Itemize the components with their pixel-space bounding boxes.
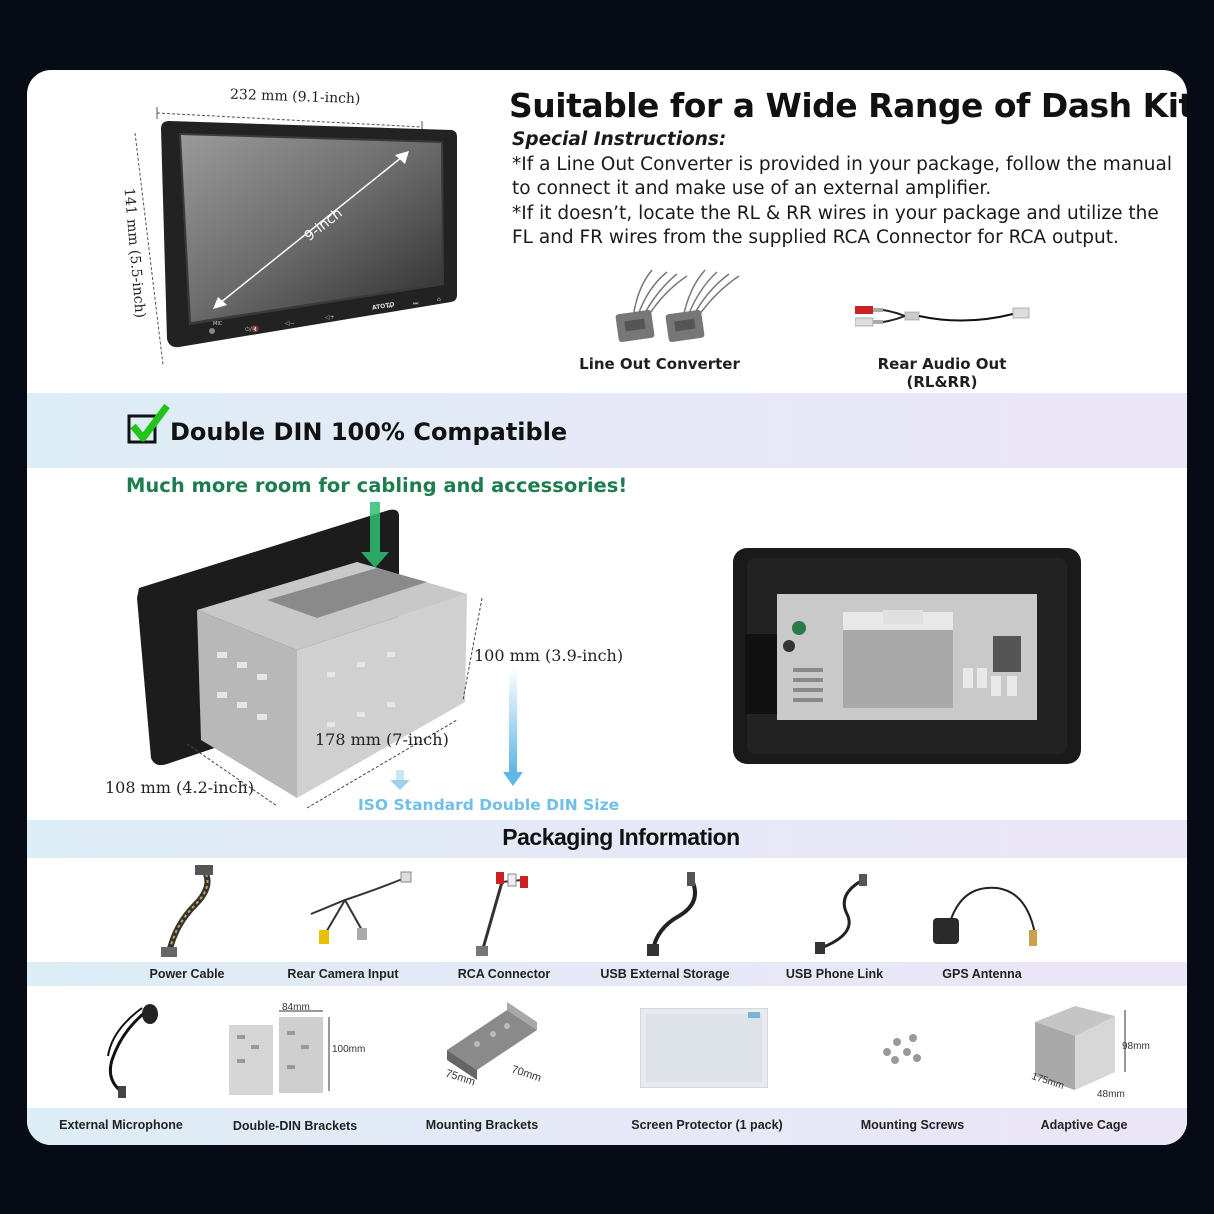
rca-connector-image [462,872,542,958]
down-arrow-icon [503,668,523,788]
brackets-width-dim: 84mm [282,1002,310,1013]
din-height-label: 100 mm (3.9-inch) [474,646,624,665]
din-width-label: 178 mm (7-inch) [315,730,449,749]
svg-text:⏻/🔇: ⏻/🔇 [245,325,260,333]
usb-phone-link-label: USB Phone Link [785,967,884,981]
mounting-screws-image [877,1022,927,1072]
cage-depth-dim: 48mm [1097,1089,1125,1100]
gps-antenna-label: GPS Antenna [942,967,1022,981]
checkbox-check-icon [127,403,171,448]
small-down-arrow-icon [390,770,410,792]
double-din-brackets-image [227,1005,367,1097]
rear-audio-out-label: Rear Audio Out (RL&RR) [852,355,1032,391]
rear-camera-input-image [305,870,415,952]
instructions-heading: Special Instructions: [512,129,727,150]
packaging-row1-band [27,962,1187,986]
svg-text:⏭: ⏭ [413,300,419,307]
rear-audio-out-image [854,302,1035,332]
external-microphone-image [82,1000,182,1098]
svg-text:◁+: ◁+ [325,314,335,321]
screen-protector-image [639,1007,769,1089]
instruction-line-out: *If a Line Out Converter is provided in … [512,153,1173,200]
rear-camera-input-label: Rear Camera Input [287,967,399,981]
double-din-title: Double DIN 100% Compatible [170,418,568,446]
instruction-rca: *If it doesn’t, locate the RL & RR wires… [512,202,1159,249]
device-dimension-diagram: ⏻/🔇 ◁− ◁+ ⏮ ⏭ ⌂ 232 mm (9.1-inch) 141 mm… [117,85,477,375]
usb-external-storage-image [639,872,709,956]
external-microphone-label: External Microphone [59,1118,183,1132]
screen-protector-label: Screen Protector (1 pack) [631,1118,783,1132]
line-out-converter-image [607,268,757,350]
mounting-screws-label: Mounting Screws [860,1118,965,1132]
packaging-row2-band [27,1108,1187,1145]
double-din-subtitle: Much more room for cabling and accessori… [126,474,628,497]
svg-text:◁−: ◁− [285,320,295,327]
mounting-brackets-label: Mounting Brackets [425,1118,539,1132]
adaptive-cage-image [1025,1002,1135,1094]
special-instructions: Special Instructions: *If a Line Out Con… [512,128,1172,251]
line-out-converter-label: Line Out Converter [579,355,740,373]
double-din-band [27,393,1187,468]
mounting-brackets-image [437,1000,557,1090]
double-din-chassis-image [127,502,507,812]
din-depth-label: 108 mm (4.2-inch) [105,778,255,797]
power-cable-label: Power Cable [149,967,225,981]
usb-external-storage-label: USB External Storage [600,967,730,981]
page-title: Suitable for a Wide Range of Dash Kits [509,86,1187,125]
gps-antenna-image [927,874,1042,954]
svg-text:⏮: ⏮ [387,304,393,311]
adaptive-cage-label: Adaptive Cage [1040,1118,1128,1132]
packaging-title: Packaging Information [502,824,740,850]
iso-standard-label: ISO Standard Double DIN Size [358,796,620,814]
packaging-band [27,820,1187,858]
double-din-brackets-label: Double-DIN Brackets [232,1119,358,1133]
rear-audio-out-title: Rear Audio Out [877,355,1007,373]
rca-connector-label: RCA Connector [457,967,551,981]
device-mic-label: MIC [213,321,223,327]
unit-rear-view-image [733,548,1081,764]
cage-height-dim: 98mm [1122,1041,1150,1052]
usb-phone-link-image [807,874,877,954]
rear-audio-out-sub: (RL&RR) [906,373,978,391]
svg-text:⌂: ⌂ [437,296,441,303]
brackets-height-dim: 100mm [332,1044,366,1055]
product-card: ⏻/🔇 ◁− ◁+ ⏮ ⏭ ⌂ 232 mm (9.1-inch) 141 mm… [27,70,1187,1145]
power-cable-image [155,865,225,957]
